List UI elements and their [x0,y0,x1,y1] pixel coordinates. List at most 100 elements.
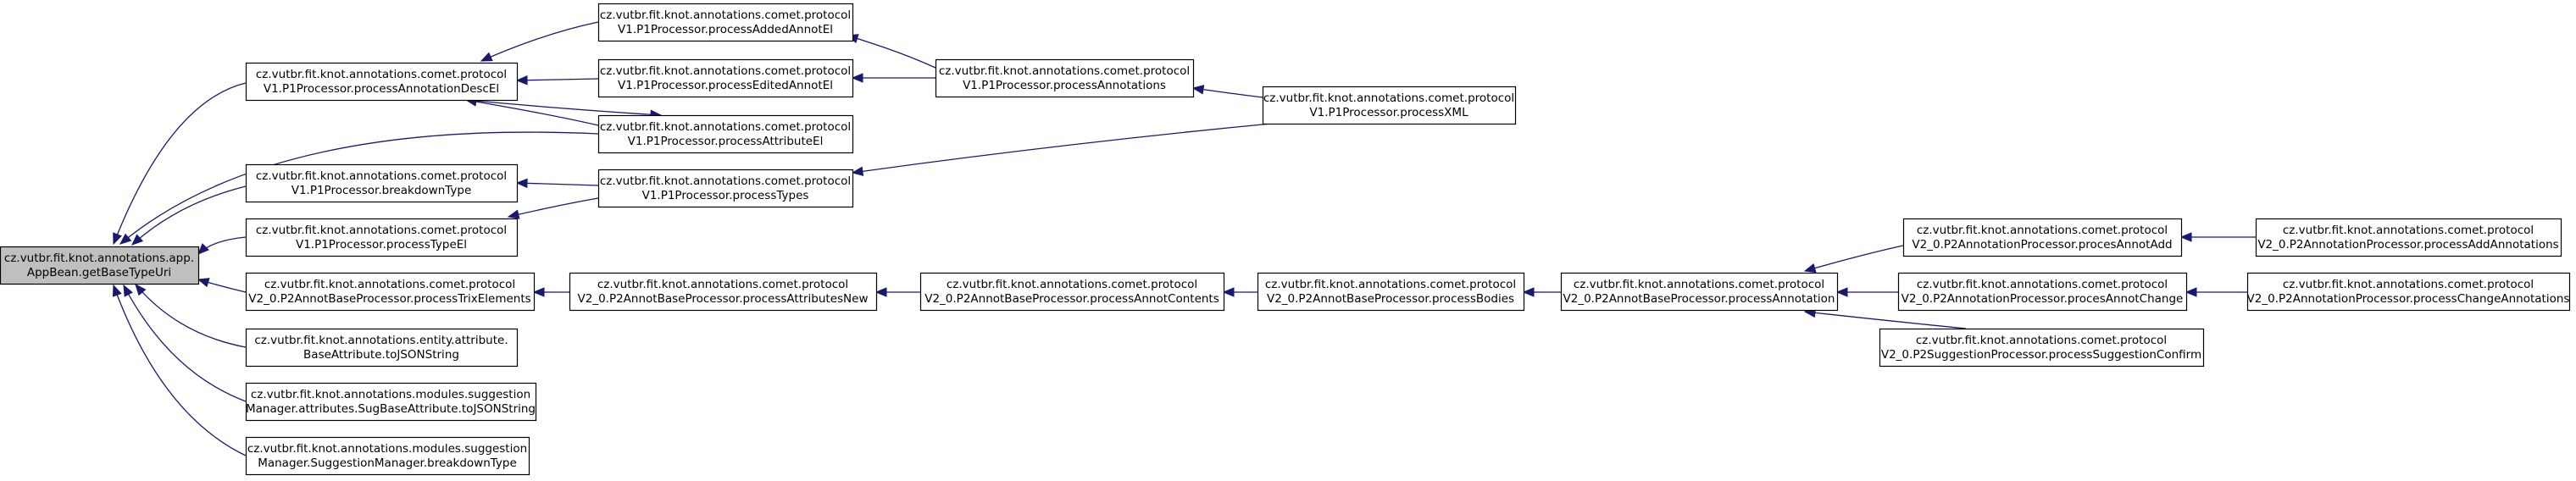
node-pSugConfirm[interactable]: cz.vutbr.fit.knot.annotations.comet.prot… [1879,328,2205,368]
node-pAnnotations[interactable]: cz.vutbr.fit.knot.annotations.comet.prot… [935,58,1195,98]
node-label-line: V1.P1Processor.processXML [1309,106,1468,119]
edge-line [1804,311,1967,329]
node-box [245,163,519,203]
node-box [597,114,854,154]
arrowhead-icon [480,52,493,62]
node-pAnnotContents[interactable]: cz.vutbr.fit.knot.annotations.comet.prot… [919,272,1225,312]
node-pTrix[interactable]: cz.vutbr.fit.knot.annotations.comet.prot… [245,272,536,312]
node-label-line: cz.vutbr.fit.knot.annotations.comet.prot… [600,64,851,78]
arrowhead-icon [851,73,863,83]
node-label-line: cz.vutbr.fit.knot.annotations.comet.prot… [939,64,1190,78]
edge-line [465,99,599,126]
node-box [1879,328,2205,368]
edge-sugJSON-to-root [123,284,247,402]
node-label-line: V2_0.P2AnnotBaseProcessor.processTrixEle… [248,292,530,306]
arrowhead-icon [1803,263,1817,274]
node-pBreakdown[interactable]: cz.vutbr.fit.knot.annotations.comet.prot… [245,163,519,203]
arrowhead-icon [113,232,122,246]
node-box [1902,218,2183,257]
node-pAnnotation[interactable]: cz.vutbr.fit.knot.annotations.comet.prot… [1560,272,1839,312]
node-label-line: AppBean.getBaseTypeUri [27,266,171,279]
edge-pAddAnnotations-to-pAnnotAdd [2179,232,2256,242]
node-label-line: V2_0.P2AnnotBaseProcessor.processAnnotat… [1563,292,1835,306]
node-pAddAnnotations[interactable]: cz.vutbr.fit.knot.annotations.comet.prot… [2255,218,2562,257]
node-label-line: cz.vutbr.fit.knot.annotations.comet.prot… [1265,278,1516,291]
edge-pTypeEl-to-root [197,236,247,255]
node-pAnnotDesc[interactable]: cz.vutbr.fit.knot.annotations.comet.prot… [245,62,519,102]
edge-line [113,285,247,456]
arrowhead-icon [135,284,147,296]
node-sugJSON[interactable]: cz.vutbr.fit.knot.annotations.modules.su… [245,382,537,422]
node-label-line: cz.vutbr.fit.knot.annotations.entity.att… [254,334,508,347]
node-label-line: cz.vutbr.fit.knot.annotations.comet.prot… [264,278,515,291]
node-pAnnotChange[interactable]: cz.vutbr.fit.knot.annotations.comet.prot… [1897,272,2188,312]
node-box [245,328,519,368]
edge-pAttrEl-to-root [119,131,599,245]
node-label-line: cz.vutbr.fit.knot.annotations.comet.prot… [597,278,848,291]
node-root[interactable]: cz.vutbr.fit.knot.annotations.app.AppBea… [0,246,200,285]
node-pChangeAnnotations[interactable]: cz.vutbr.fit.knot.annotations.comet.prot… [2246,272,2571,312]
node-box [245,272,536,312]
node-label-line: V1.P1Processor.breakdownType [291,184,472,197]
edge-pAdded-to-pAnnotDesc [480,21,599,62]
node-label-line: V1.P1Processor.processEditedAnnotEl [618,79,833,92]
arrowhead-icon [119,233,132,245]
node-label-line: Manager.attributes.SugBaseAttribute.toJS… [246,402,536,416]
node-label-line: V2_0.P2AnnotationProcessor.processChange… [2247,292,2570,306]
node-box [1560,272,1839,312]
edge-line [135,284,247,348]
node-pBodies[interactable]: cz.vutbr.fit.knot.annotations.comet.prot… [1257,272,1525,312]
node-entityJSON[interactable]: cz.vutbr.fit.knot.annotations.entity.att… [245,328,519,368]
arrowhead-icon [2179,232,2192,242]
arrowhead-icon [515,178,528,189]
node-label-line: V1.P1Processor.processAddedAnnotEl [618,23,833,36]
node-pAttrNew[interactable]: cz.vutbr.fit.knot.annotations.comet.prot… [569,272,878,312]
edge-layer [112,21,2256,456]
node-pTypeEl[interactable]: cz.vutbr.fit.knot.annotations.comet.prot… [245,218,519,257]
arrowhead-icon [1191,85,1205,95]
edge-pTypes-to-pBreakdown [515,178,599,189]
node-box [1262,86,1517,125]
arrowhead-icon [1835,287,1848,297]
node-label-line: V2_0.P2AnnotationProcessor.processAddAnn… [2257,238,2558,252]
edge-line [123,285,247,402]
node-box [2246,272,2571,312]
node-box [597,58,854,98]
node-box [0,246,200,285]
edge-pEdited-to-pAnnotDesc [515,75,599,86]
edge-pAnnotContents-to-pAttrNew [874,287,920,297]
node-label-line: cz.vutbr.fit.knot.annotations.app. [4,252,194,265]
node-label-line: cz.vutbr.fit.knot.annotations.modules.su… [247,442,527,456]
arrowhead-icon [197,278,210,288]
node-pAdded[interactable]: cz.vutbr.fit.knot.annotations.comet.prot… [597,3,854,42]
edge-pTypes-to-pTypeEl [507,197,599,219]
edge-pAnnotation-to-pBodies [1522,287,1561,297]
node-label-line: V1.P1Processor.processAnnotations [963,79,1166,92]
node-sugBreakdown[interactable]: cz.vutbr.fit.knot.annotations.modules.su… [245,436,530,476]
node-label-line: cz.vutbr.fit.knot.annotations.comet.prot… [1574,278,1824,291]
node-pAttrEl[interactable]: cz.vutbr.fit.knot.annotations.comet.prot… [597,114,854,154]
node-box [597,169,854,208]
node-label-line: V2_0.P2AnnotBaseProcessor.processAttribu… [578,292,869,306]
node-pEdited[interactable]: cz.vutbr.fit.knot.annotations.comet.prot… [597,58,854,98]
node-pAnnotAdd[interactable]: cz.vutbr.fit.knot.annotations.comet.prot… [1902,218,2183,257]
edge-pAnnotChange-to-pAnnotation [1835,287,1898,297]
node-label-line: cz.vutbr.fit.knot.annotations.comet.prot… [2283,224,2534,237]
node-box [245,62,519,102]
node-box [1897,272,2188,312]
node-pXML[interactable]: cz.vutbr.fit.knot.annotations.comet.prot… [1262,86,1517,125]
node-label-line: cz.vutbr.fit.knot.annotations.comet.prot… [600,8,851,22]
edge-pChangeAnnotations-to-pAnnotChange [2185,287,2247,297]
edge-line [852,123,1272,174]
node-label-line: cz.vutbr.fit.knot.annotations.comet.prot… [256,68,507,81]
edge-line [1804,245,1904,272]
node-label-line: cz.vutbr.fit.knot.annotations.comet.prot… [1917,224,2168,237]
edge-line [516,182,599,186]
node-label-line: V2_0.P2AnnotationProcessor.procesAnnotCh… [1901,292,2184,306]
node-pTypes[interactable]: cz.vutbr.fit.knot.annotations.comet.prot… [597,169,854,208]
node-label-line: V1.P1Processor.processAttributeEl [628,135,824,148]
node-box [597,3,854,42]
edge-line [508,197,599,218]
arrowhead-icon [515,75,528,86]
